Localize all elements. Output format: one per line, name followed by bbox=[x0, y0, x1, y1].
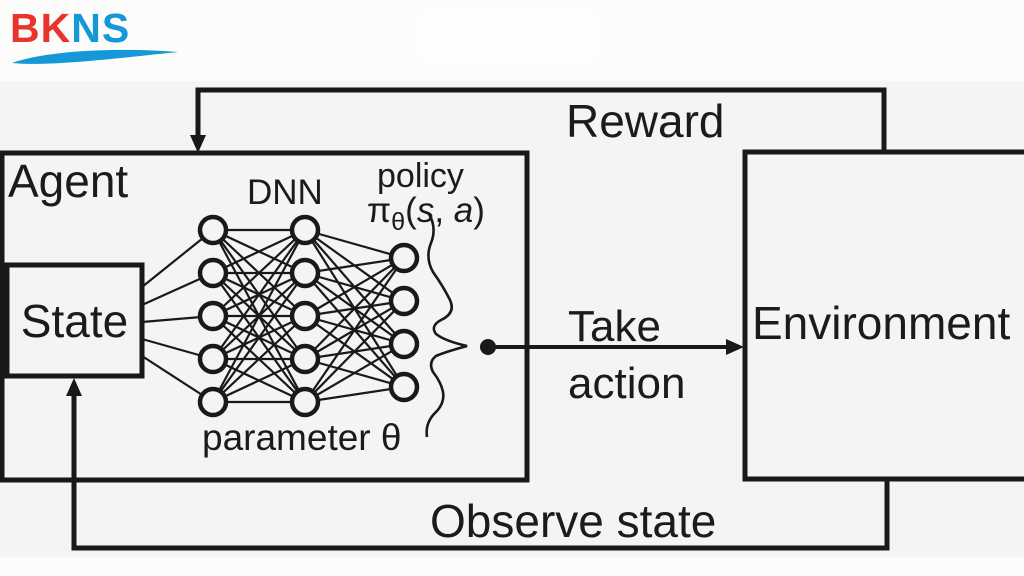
neuron-node bbox=[289, 343, 321, 375]
take-action-arrow bbox=[494, 339, 744, 355]
formula-close-paren: ) bbox=[473, 191, 485, 230]
neuron-node bbox=[197, 386, 229, 418]
formula-a: a bbox=[453, 191, 474, 230]
neural-network-nodes bbox=[197, 214, 420, 418]
neuron-node bbox=[388, 285, 420, 317]
state-label: State bbox=[20, 294, 129, 347]
agent-box bbox=[0, 150, 530, 483]
bottom-background-strip bbox=[0, 557, 1024, 576]
neuron-node bbox=[289, 257, 321, 289]
agent-label: Agent bbox=[8, 155, 129, 207]
reward-label: Reward bbox=[566, 95, 725, 147]
take-action-label: Take action bbox=[568, 298, 685, 412]
reward-loop-arrow bbox=[190, 87, 887, 153]
take-action-line1: Take bbox=[568, 302, 661, 351]
formula-theta-subscript: θ bbox=[391, 208, 406, 236]
observe-state-label: Observe state bbox=[430, 495, 717, 547]
bkns-logo-text: BKNS bbox=[10, 8, 190, 49]
action-sample-dot bbox=[480, 339, 496, 355]
neural-network-links bbox=[141, 228, 405, 404]
neuron-node bbox=[388, 328, 420, 360]
environment-box bbox=[742, 149, 1024, 482]
neuron-node bbox=[289, 300, 321, 332]
formula-open-paren: ( bbox=[405, 191, 417, 230]
environment-label: Environment bbox=[752, 297, 1011, 349]
neuron-node bbox=[388, 242, 420, 274]
neuron-node bbox=[197, 300, 229, 332]
neuron-node bbox=[197, 343, 229, 375]
state-box bbox=[4, 262, 145, 379]
policy-distribution-curve bbox=[425, 213, 468, 438]
formula-pi: π bbox=[367, 191, 392, 230]
neuron-node bbox=[197, 257, 229, 289]
policy-label: policy bbox=[377, 157, 464, 195]
removed-watermark-blob bbox=[415, 8, 600, 66]
parameter-theta-label: parameter θ bbox=[202, 417, 402, 458]
policy-formula: πθ(s, a) bbox=[367, 193, 485, 235]
formula-comma: , bbox=[434, 191, 454, 230]
neuron-node bbox=[289, 386, 321, 418]
bkns-logo: BKNS bbox=[10, 8, 190, 70]
logo-text-blue: NS bbox=[71, 5, 131, 51]
take-action-line2: action bbox=[568, 359, 686, 409]
neuron-node bbox=[197, 214, 229, 246]
neuron-node bbox=[289, 214, 321, 246]
observe-state-loop-arrow bbox=[66, 378, 890, 551]
neuron-node bbox=[388, 371, 420, 403]
logo-swoosh-icon bbox=[12, 49, 178, 64]
dnn-label: DNN bbox=[247, 173, 323, 212]
logo-text-red: BK bbox=[10, 5, 72, 51]
formula-s: s bbox=[416, 191, 435, 230]
